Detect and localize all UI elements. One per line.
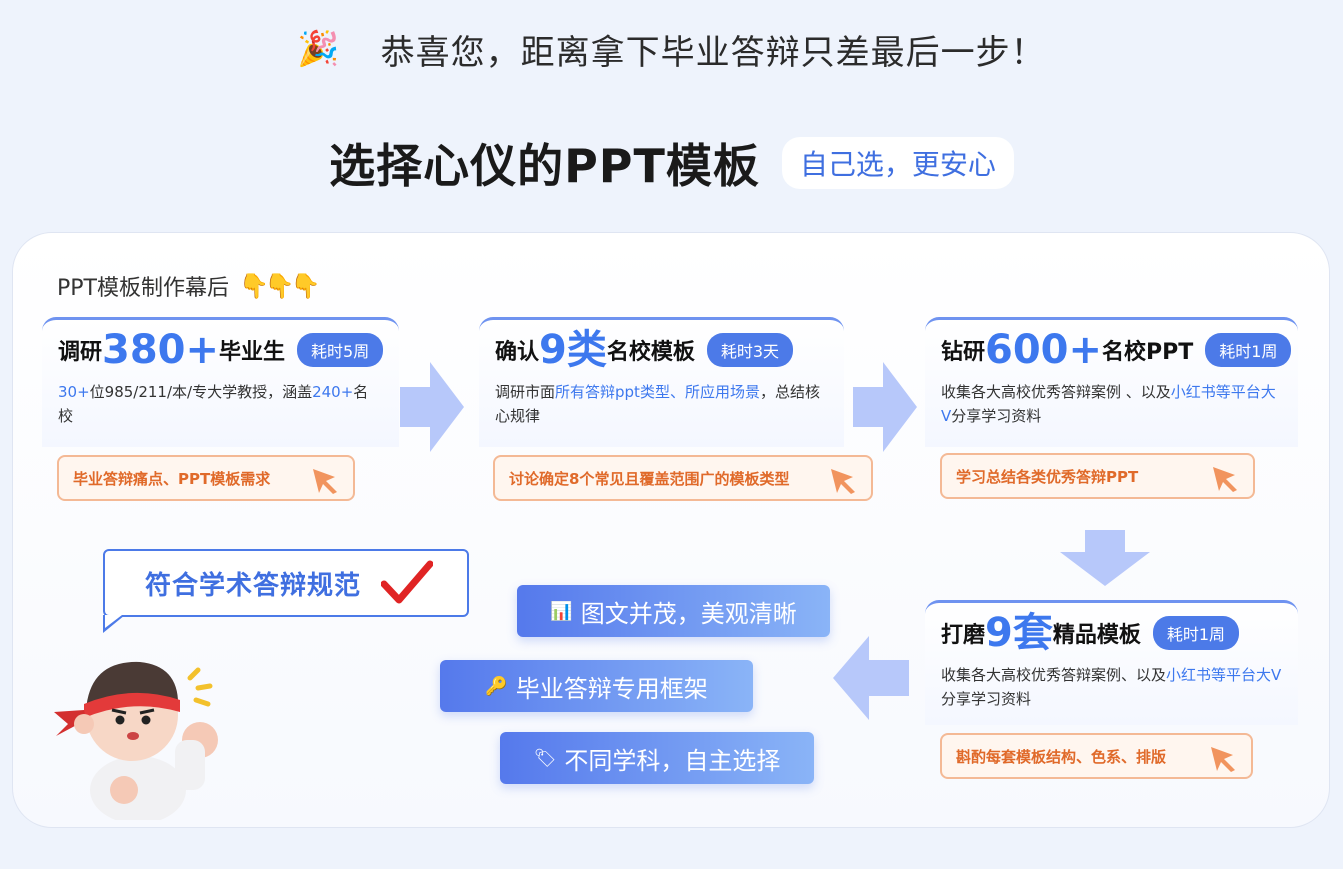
party-popper-icon: 🎉 (297, 29, 341, 69)
speech-bubble: 符合学术答辩规范 (103, 549, 469, 633)
checkmark-icon (381, 560, 434, 604)
cursor-arrow-icon (313, 469, 337, 494)
arrow-down-icon (1060, 530, 1150, 586)
step-title-suffix: 精品模板 (1052, 623, 1141, 648)
step-title-suffix: 名校模板 (606, 340, 695, 365)
step-description-highlight: 小红书等平台大V (941, 383, 1276, 425)
step-description-text: 收集各大高校优秀答辩案例、以及 (941, 666, 1167, 684)
label-tag-icon: 🏷 (533, 747, 557, 769)
speech-text: 符合学术答辩规范 (145, 570, 362, 601)
step-description-highlight: 所有答辩ppt类型、所应用场景 (555, 383, 760, 401)
step-tag-study: 学习总结各类优秀答辩PPT (940, 453, 1255, 499)
feature-pill-graphics: 📊 图文并茂，美观清晰 (517, 585, 830, 637)
step-description-text: 分享学习资料 (941, 690, 1032, 708)
step-tag-text: 讨论确定8个常见且覆盖范围广的模板类型 (509, 469, 790, 488)
feature-label: 图文并茂，美观清晰 (580, 599, 797, 628)
section-title-text: PPT模板制作幕后 (57, 276, 229, 301)
step-description-text: 位985/211/本/专大学教授，涵盖 (89, 383, 313, 401)
step-duration-badge: 耗时1周 (1152, 616, 1240, 650)
step-description-text: ，总结核心规律 (495, 383, 820, 425)
step-title-suffix: 毕业生 (219, 340, 286, 365)
pointing-down-hands-icon: 👇👇👇 (238, 272, 321, 300)
feature-pill-framework: 🔑 毕业答辩专用框架 (440, 660, 753, 712)
step-description: 30+位985/211/本/专大学教授，涵盖240+名校 (42, 380, 399, 428)
step-tag-research: 毕业答辩痛点、PPT模板需求 (57, 455, 355, 501)
feature-label: 毕业答辩专用框架 (515, 674, 708, 703)
step-title-number: 9套 (985, 610, 1053, 656)
step-title-number: 380+ (102, 327, 220, 373)
arrow-left-icon (833, 636, 909, 720)
feature-pill-subjects: 🏷 不同学科，自主选择 (500, 732, 814, 784)
step-title-number: 600+ (985, 327, 1103, 373)
key-icon: 🔑 (485, 675, 508, 697)
congrats-text: 恭喜您，距离拿下毕业答辩只差最后一步！ (380, 32, 1046, 73)
step-title-prefix: 钻研 (941, 340, 986, 365)
page-heading: 选择心仪的PPT模板 自己选，更安心 (0, 130, 1343, 196)
step-title-number: 9类 (539, 327, 607, 373)
congrats-banner: 🎉 恭喜您，距离拿下毕业答辩只差最后一步！ (0, 24, 1343, 74)
heading-pill: 自己选，更安心 (781, 137, 1014, 189)
step-tag-text: 毕业答辩痛点、PPT模板需求 (73, 469, 271, 488)
step-tag-text: 学习总结各类优秀答辩PPT (956, 467, 1139, 486)
step-description-text: 收集各大高校优秀答辩案例 、以及 (941, 383, 1171, 401)
cursor-arrow-icon (831, 469, 855, 494)
bar-chart-icon: 📊 (550, 600, 573, 622)
step-description-highlight: 小红书等平台大V (1166, 666, 1282, 684)
step-title-prefix: 确认 (495, 340, 540, 365)
step-tag-text: 斟酌每套模板结构、色系、排版 (956, 747, 1167, 766)
cursor-arrow-icon (1211, 747, 1235, 772)
step-description: 调研市面所有答辩ppt类型、所应用场景，总结核心规律 (479, 380, 844, 428)
step-description-text: 调研市面 (495, 383, 556, 401)
section-title: PPT模板制作幕后 👇👇👇 (57, 270, 321, 302)
step-description: 收集各大高校优秀答辩案例 、以及小红书等平台大V分享学习资料 (925, 380, 1298, 428)
step-description-highlight: 30+ (58, 383, 90, 401)
step-duration-badge: 耗时5周 (297, 333, 384, 367)
cursor-arrow-icon (1213, 467, 1237, 492)
mascot-illustration (54, 661, 218, 820)
step-title-prefix: 调研 (58, 340, 103, 365)
arrow-right-icon (400, 362, 464, 452)
step-duration-badge: 耗时1周 (1205, 333, 1292, 367)
step-duration-badge: 耗时3天 (706, 333, 794, 367)
step-tag-polish: 斟酌每套模板结构、色系、排版 (940, 733, 1253, 779)
page-title: 选择心仪的PPT模板 (329, 139, 760, 193)
step-tag-confirm: 讨论确定8个常见且覆盖范围广的模板类型 (493, 455, 873, 501)
step-description: 收集各大高校优秀答辩案例、以及小红书等平台大V 分享学习资料 (925, 663, 1298, 711)
arrow-right-icon (853, 362, 917, 452)
step-title-prefix: 打磨 (941, 623, 986, 648)
step-description-text: 名校 (58, 383, 369, 425)
step-title-suffix: 名校PPT (1102, 340, 1194, 365)
feature-label: 不同学科，自主选择 (564, 746, 781, 775)
speech-tail-inner (105, 615, 122, 628)
step-description-highlight: 240+ (312, 383, 354, 401)
step-description-text: 分享学习资料 (951, 407, 1042, 425)
